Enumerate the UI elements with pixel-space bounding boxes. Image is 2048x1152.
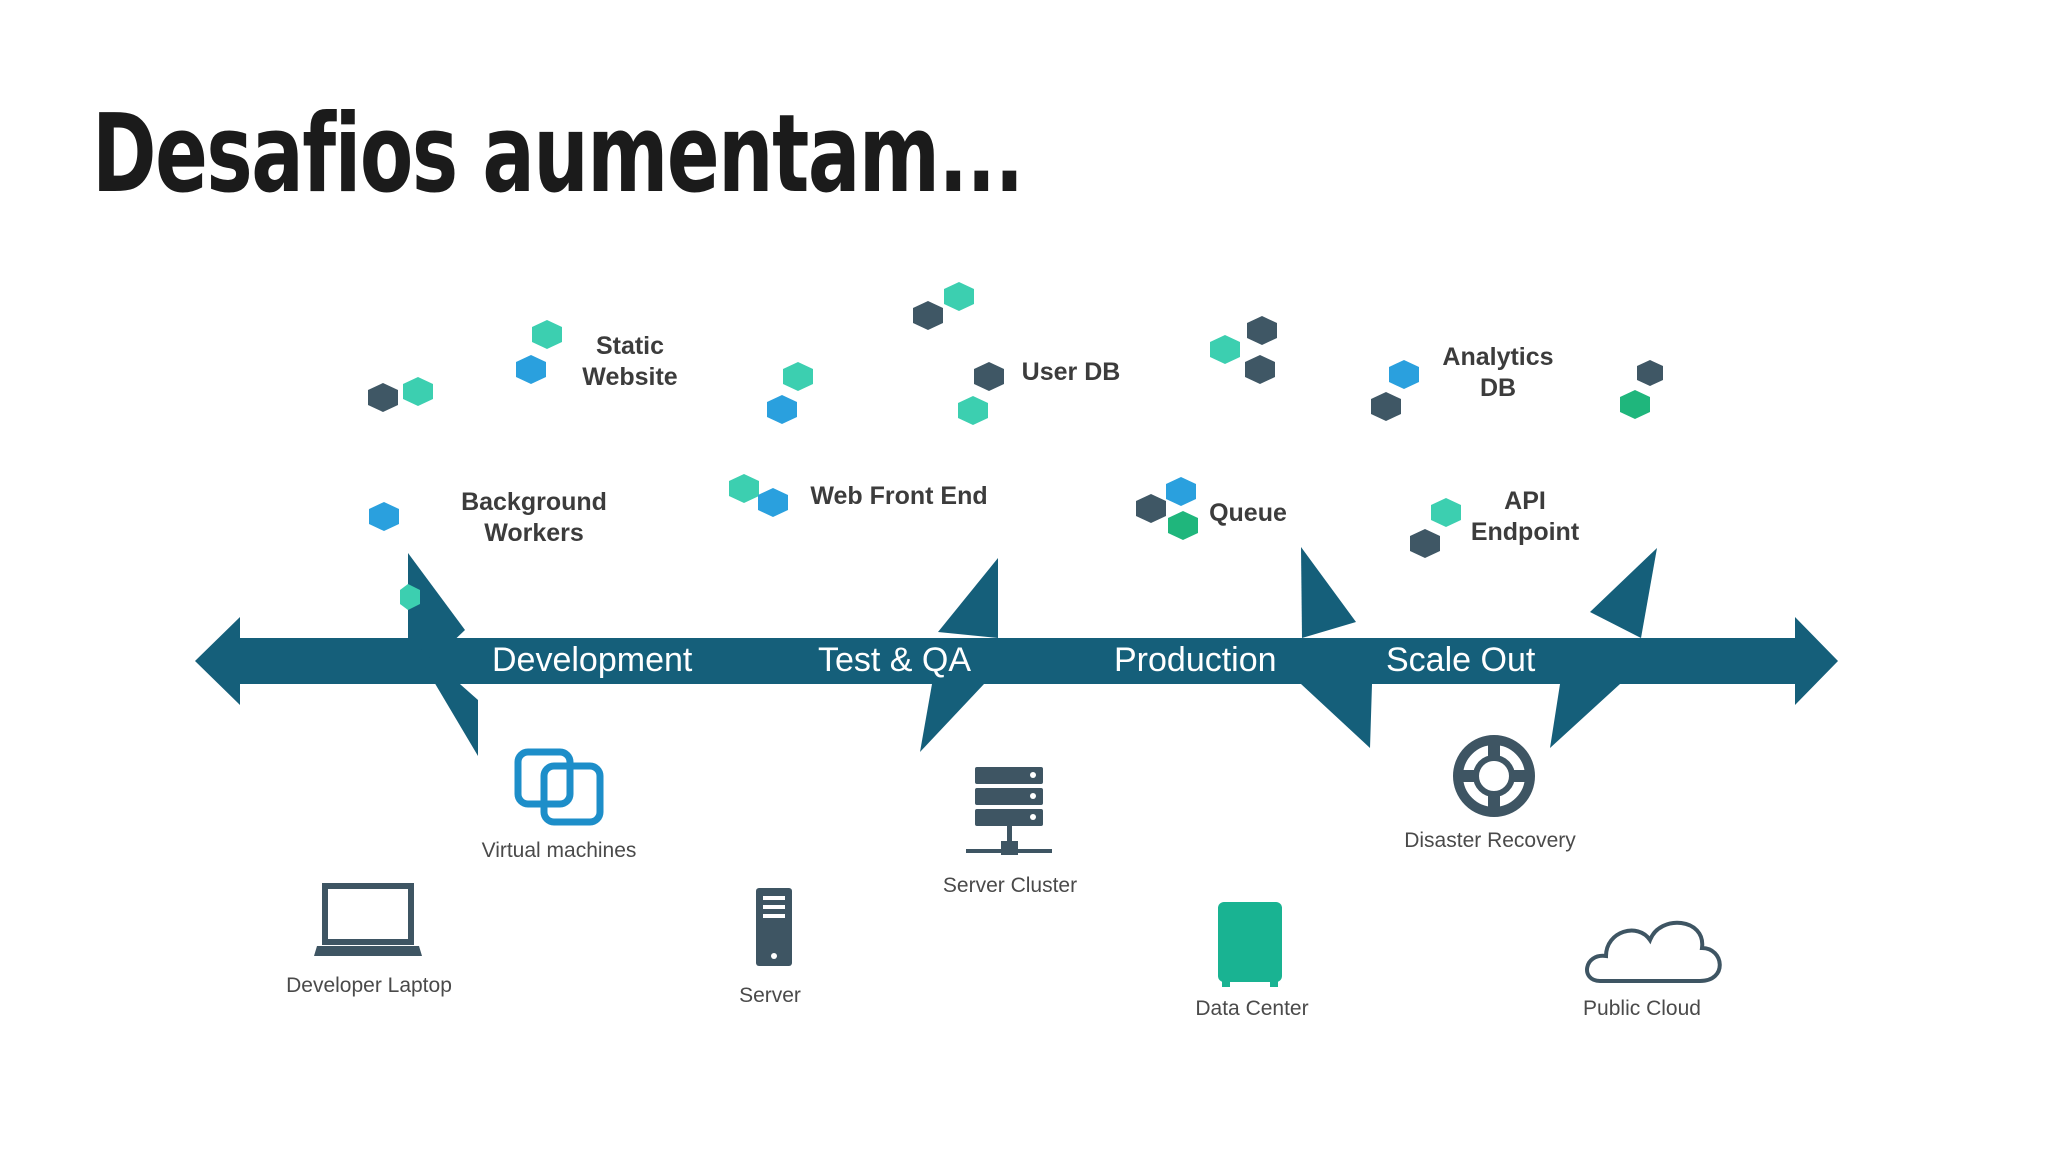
phase-dividers: [408, 547, 1657, 756]
cloud-icon: [1585, 920, 1722, 983]
hexagon-icon: [1389, 360, 1419, 389]
phase-test-qa: Test & QA: [818, 641, 972, 679]
hexagon-icon: [974, 362, 1004, 391]
label-static-website: Static Website: [582, 332, 678, 391]
hexagon-icon: [1210, 335, 1240, 364]
hexagon-icon: [758, 488, 788, 517]
hexagon-icon: [729, 474, 759, 503]
hexagon-icon: [783, 362, 813, 391]
timeline-arrow: [195, 617, 1838, 705]
hexagon-icon: [1371, 392, 1401, 421]
label-developer-laptop: Developer Laptop: [286, 974, 452, 997]
server-cluster-icon: [966, 767, 1052, 855]
hexagon-icon: [1166, 477, 1196, 506]
hexagon-icon: [532, 320, 562, 349]
divider-prod-bottom: [1301, 684, 1372, 748]
hexagon-icon: [1620, 390, 1650, 419]
label-api-endpoint: API Endpoint: [1470, 487, 1580, 546]
divider-dev-right: [408, 638, 478, 756]
hexagon-icon: [369, 502, 399, 531]
slide-title: Desafios aumentam...: [92, 92, 1024, 217]
hexagon-icon: [1637, 360, 1663, 386]
virtual-machines-icon: [514, 748, 604, 826]
phase-scale-out: Scale Out: [1386, 641, 1536, 679]
label-queue: Queue: [1209, 499, 1287, 527]
divider-scale-top: [1590, 548, 1657, 638]
hexagon-icon: [403, 377, 433, 406]
server-icon: [756, 888, 792, 966]
label-server-cluster: Server Cluster: [942, 874, 1078, 897]
label-disaster-recovery: Disaster Recovery: [1404, 829, 1576, 852]
data-center-icon: [1218, 902, 1282, 987]
component-hexagons: [368, 282, 1663, 610]
divider-test-bottom: [920, 650, 984, 752]
divider-scale-bottom: [1550, 684, 1620, 748]
label-user-db: User DB: [1021, 358, 1121, 386]
divider-test-top: [938, 558, 998, 638]
phase-development: Development: [492, 641, 693, 679]
hexagon-icon: [1245, 355, 1275, 384]
label-analytics-db: Analytics DB: [1442, 343, 1554, 402]
label-background-workers: Background Workers: [461, 488, 607, 547]
laptop-icon: [314, 883, 422, 956]
label-web-front-end: Web Front End: [810, 482, 988, 510]
hexagon-icon: [400, 584, 420, 610]
hexagon-icon: [958, 396, 988, 425]
divider-prod-top: [1301, 547, 1356, 638]
hexagon-icon: [1136, 494, 1166, 523]
hexagon-icon: [1431, 498, 1461, 527]
phase-production: Production: [1114, 641, 1277, 679]
label-virtual-machines: Virtual machines: [481, 839, 637, 862]
lifebuoy-icon: [1453, 735, 1535, 817]
hexagon-icon: [1247, 316, 1277, 345]
label-public-cloud: Public Cloud: [1583, 997, 1701, 1020]
hexagon-icon: [1168, 511, 1198, 540]
label-data-center: Data Center: [1195, 997, 1309, 1020]
hexagon-icon: [913, 301, 943, 330]
hexagon-icon: [767, 395, 797, 424]
hexagon-icon: [944, 282, 974, 311]
hexagon-icon: [1410, 529, 1440, 558]
hexagon-icon: [368, 383, 398, 412]
hexagon-icon: [516, 355, 546, 384]
label-server: Server: [739, 984, 801, 1007]
